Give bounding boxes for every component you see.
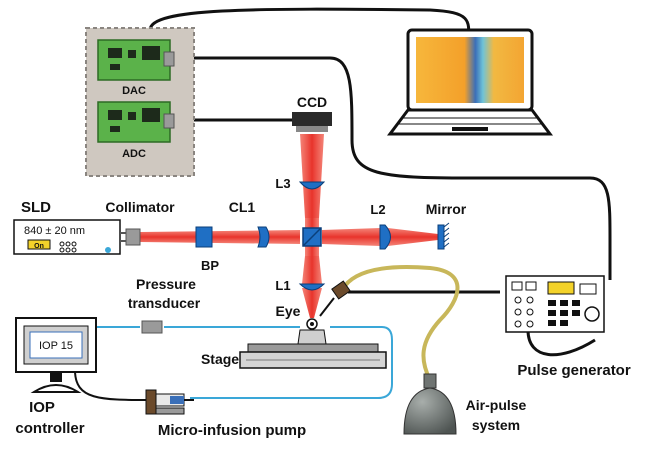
eye-label: Eye [276, 303, 301, 319]
iop-label: IOP [29, 399, 55, 416]
pulse-generator-label: Pulse generator [517, 362, 631, 379]
sld-wavelength: 840 ± 20 nm [24, 225, 85, 237]
beam-to-eye [302, 288, 322, 318]
ccd-lens-mount [296, 126, 328, 132]
collimator [125, 228, 141, 246]
sld-on-label: On [34, 243, 44, 250]
pump-label: Micro-infusion pump [158, 422, 306, 439]
stage-top [247, 343, 379, 353]
adc-label: ADC [122, 148, 146, 160]
bp-label: BP [201, 258, 219, 273]
sld-label: SLD [21, 199, 51, 216]
pulse-generator [505, 275, 605, 333]
dac-board [97, 39, 175, 81]
air-pulse-tube [340, 265, 460, 381]
sld-indicator-light [105, 247, 111, 253]
ccd-label: CCD [297, 94, 327, 110]
cylindrical-lens-cl1 [257, 226, 270, 248]
beam-from-sld [140, 230, 300, 244]
stage-label: Stage [201, 351, 239, 367]
pressure-label: Pressure [136, 276, 196, 292]
micro-infusion-pump [145, 389, 194, 415]
beam-to-l2 [322, 228, 380, 246]
bandpass-filter [195, 226, 213, 248]
dac-label: DAC [122, 85, 146, 97]
adc-board [97, 101, 175, 143]
air-pulse-neck [423, 373, 437, 389]
ccd-camera [292, 112, 332, 126]
lens-l1 [298, 283, 326, 291]
lens-l3 [298, 181, 326, 190]
air-pulse-nozzle [331, 280, 351, 300]
iop-display: IOP 15 [39, 340, 73, 352]
l2-label: L2 [370, 202, 385, 217]
air-pulse-system-label: system [472, 417, 520, 433]
beam-to-mirror [388, 228, 438, 246]
reference-mirror [437, 222, 450, 250]
eye-holder [297, 329, 327, 345]
mirror-label: Mirror [426, 201, 467, 217]
nozzle-tip [319, 297, 335, 317]
l3-label: L3 [275, 176, 290, 191]
transducer-label: transducer [128, 295, 201, 311]
air-pulse-system [403, 387, 457, 435]
controller-label: controller [15, 420, 84, 437]
controller-pump-cable [74, 369, 151, 401]
beam-to-ccd [300, 134, 324, 218]
dac-pulse-generator-cable [168, 56, 612, 280]
eye-pupil [310, 322, 314, 326]
pulse-generator-loop-cable [526, 329, 596, 357]
eye-pump-line [190, 326, 393, 399]
l1-label: L1 [275, 278, 290, 293]
beam-splitter-diagonal [302, 227, 322, 247]
air-pulse-label: Air-pulse [466, 397, 527, 413]
dac-laptop-cable [148, 7, 471, 41]
iop-controller [15, 317, 97, 393]
cl1-label: CL1 [229, 199, 256, 215]
collimator-label: Collimator [105, 199, 175, 215]
sld-on-button [27, 239, 51, 250]
sld-knobs [59, 241, 77, 253]
collimator-fiber [120, 232, 126, 242]
lens-l2 [379, 224, 391, 250]
beam-to-l1 [302, 256, 322, 284]
pressure-transducer [141, 320, 163, 334]
laptop [387, 28, 553, 136]
